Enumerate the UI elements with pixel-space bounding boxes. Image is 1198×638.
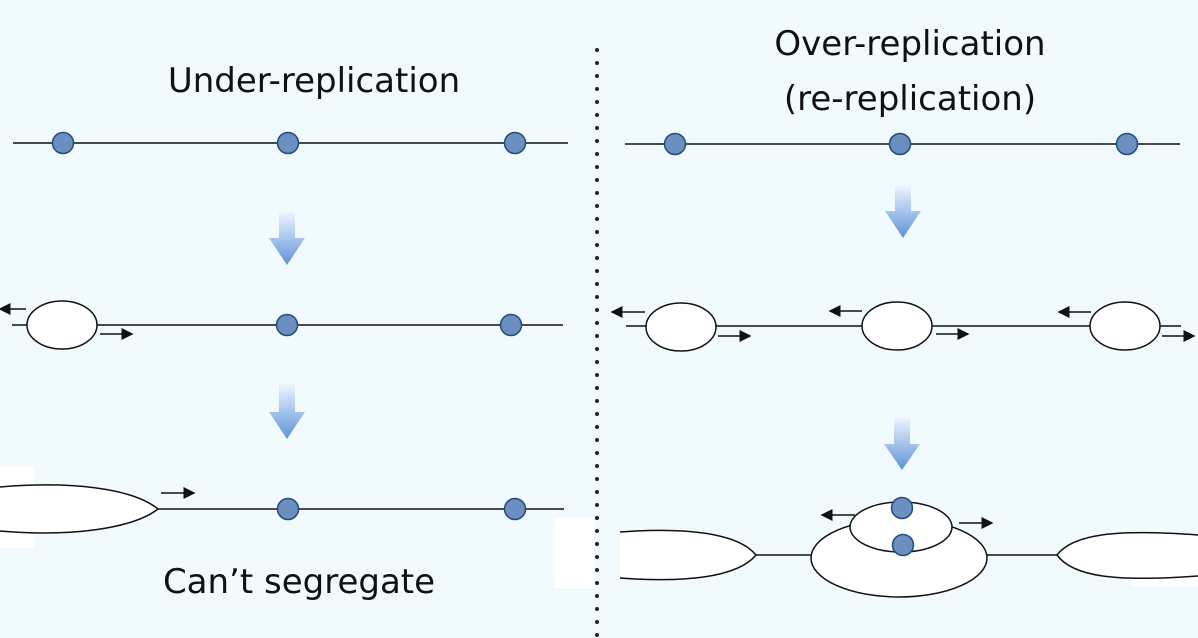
origin-dot	[499, 313, 523, 337]
origin-dot	[276, 497, 300, 521]
origin-dot	[891, 533, 915, 557]
replication-bubble-icon	[26, 300, 98, 350]
origin-dot	[503, 497, 527, 521]
over-replication-title: Over-replication	[774, 24, 1046, 64]
origin-dot	[1115, 132, 1139, 156]
origin-dot	[890, 496, 914, 520]
left-final-replication	[0, 484, 564, 534]
right-initial-dna	[625, 132, 1180, 156]
origin-dot	[51, 131, 75, 155]
replication-bubble-icon	[861, 301, 933, 351]
origin-dot	[503, 131, 527, 155]
replication-bubble-icon	[1056, 531, 1198, 580]
replication-bubble-icon	[0, 484, 160, 534]
origin-dot	[888, 132, 912, 156]
right-rereplication	[619, 496, 1198, 598]
origin-dot	[275, 313, 299, 337]
down-arrow-icon	[885, 185, 921, 238]
left-partial-replication	[0, 300, 563, 350]
origin-dot	[663, 132, 687, 156]
replication-bubble-icon	[1089, 301, 1161, 351]
down-arrow-icon	[884, 417, 920, 470]
down-arrow-icon	[269, 212, 305, 265]
origin-dot	[276, 131, 300, 155]
right-partial-replication	[610, 301, 1196, 352]
left-initial-dna	[13, 131, 568, 155]
right-panel-white-patch-left	[554, 518, 594, 588]
down-arrow-icon	[269, 384, 305, 439]
under-replication-title: Under-replication	[167, 61, 461, 101]
cant-segregate-caption: Can’t segregate	[162, 562, 436, 602]
replication-bubble-icon	[619, 529, 757, 581]
replication-bubble-icon	[645, 302, 717, 352]
re-replication-subtitle: (re-replication)	[783, 79, 1037, 119]
